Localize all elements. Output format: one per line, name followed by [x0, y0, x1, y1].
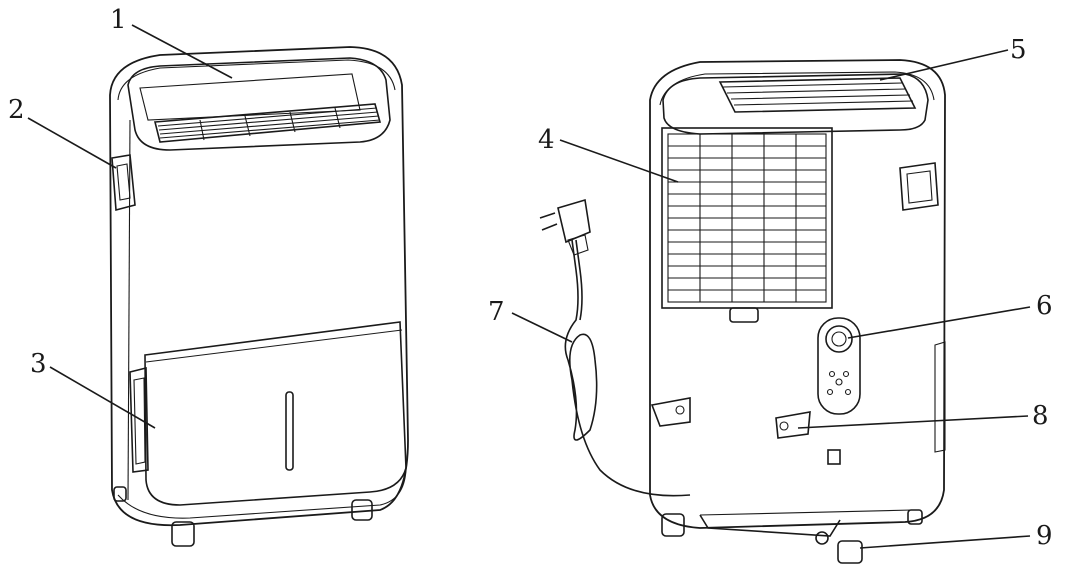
rear-body-outline — [649, 59, 946, 529]
front-wheels — [113, 486, 373, 547]
callout-5: 5 — [1010, 35, 1027, 65]
callout-1: 1 — [110, 5, 127, 35]
leader-lines — [27, 24, 1031, 549]
rear-wheels — [661, 509, 923, 564]
callout-2: 2 — [8, 95, 25, 125]
rear-cord-hook-left — [650, 397, 691, 427]
front-unit — [109, 46, 409, 547]
callout-6: 6 — [1036, 291, 1053, 321]
rear-top-grille — [718, 77, 917, 113]
callout-7: 7 — [488, 297, 505, 327]
callout-3: 3 — [30, 349, 47, 379]
callout-9: 9 — [1036, 521, 1053, 551]
power-cord — [539, 198, 691, 497]
rear-air-filter — [661, 127, 833, 323]
rear-cord-hook-right — [775, 411, 811, 439]
callout-4: 4 — [538, 125, 555, 155]
callout-numbers: 1 2 3 4 5 6 7 8 9 — [8, 5, 1053, 551]
rear-side-handle — [899, 162, 939, 211]
callout-8: 8 — [1032, 401, 1049, 431]
rear-drain-port — [827, 449, 841, 465]
front-body-outline — [109, 46, 409, 527]
front-water-tank — [129, 321, 407, 506]
front-side-handle — [111, 154, 136, 212]
front-top-grille — [153, 103, 382, 143]
rear-unit — [649, 59, 946, 564]
rear-control-panel — [817, 317, 861, 415]
plug-icon — [539, 198, 591, 256]
